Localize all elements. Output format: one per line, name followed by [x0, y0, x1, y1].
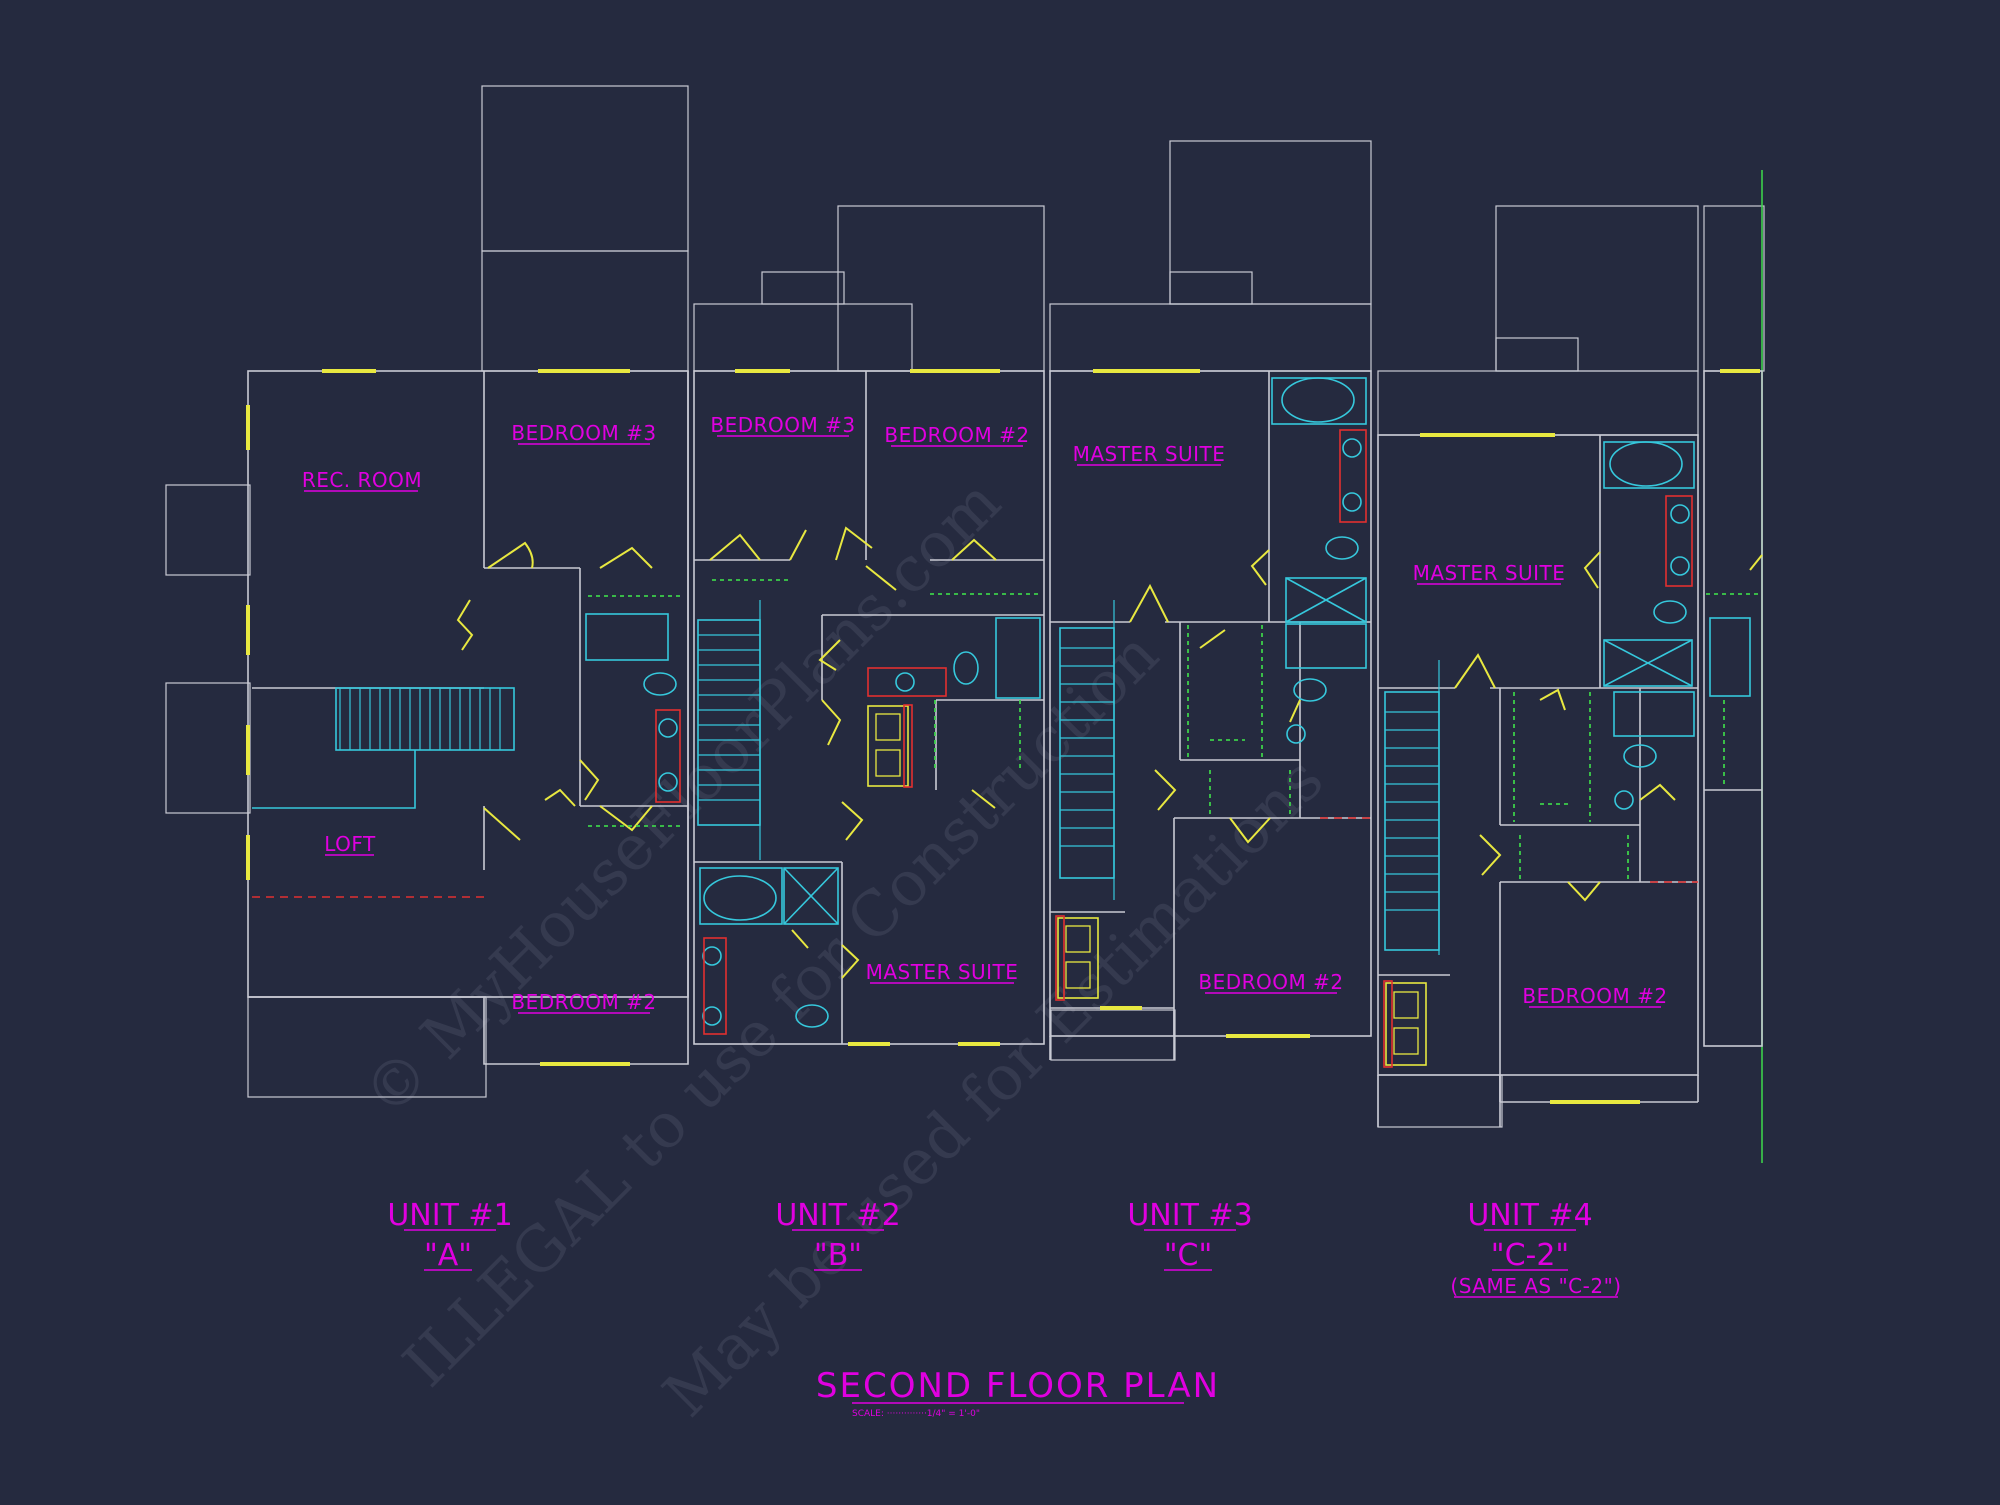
unit-4-type: "C-2"	[1491, 1238, 1569, 1273]
unit-1-type: "A"	[424, 1238, 472, 1273]
label-unit4-master-suite: MASTER SUITE	[1413, 561, 1566, 585]
unit-2-plan	[693, 369, 1045, 1046]
unit-3-plan	[1049, 369, 1372, 1060]
label-loft: LOFT	[324, 832, 376, 856]
unit-4-note: (SAME AS "C-2")	[1450, 1274, 1621, 1298]
watermark-line1: © MyHouseFloorPlans.com	[349, 465, 1014, 1130]
room-labels: REC. ROOM LOFT BEDROOM #3 BEDROOM #2 BED…	[302, 413, 1667, 1014]
label-rec-room: REC. ROOM	[302, 468, 422, 492]
drawing-title: SECOND FLOOR PLAN	[816, 1366, 1220, 1406]
unit-3-name: UNIT #3	[1127, 1198, 1252, 1233]
label-unit4-bedroom2: BEDROOM #2	[1522, 984, 1667, 1008]
unit-3-type: "C"	[1164, 1238, 1213, 1273]
adjacent-unit-partial	[1703, 369, 1763, 1047]
label-unit2-bedroom3: BEDROOM #3	[710, 413, 855, 437]
unit-1-name: UNIT #1	[387, 1198, 512, 1233]
label-unit1-bedroom3: BEDROOM #3	[511, 421, 656, 445]
label-unit2-bedroom2: BEDROOM #2	[884, 423, 1029, 447]
unit-4-plan	[1377, 433, 1699, 1127]
unit-1-plan	[246, 369, 689, 1066]
label-unit1-bedroom2: BEDROOM #2	[511, 990, 656, 1014]
label-unit3-master-suite: MASTER SUITE	[1073, 442, 1226, 466]
label-unit2-master-suite: MASTER SUITE	[866, 960, 1019, 984]
unit-4-name: UNIT #4	[1467, 1198, 1592, 1233]
label-unit3-bedroom2: BEDROOM #2	[1198, 970, 1343, 994]
drawing-scale: SCALE: ··············1/4" = 1'-0"	[852, 1409, 980, 1419]
watermark: © MyHouseFloorPlans.com ILLEGAL to use f…	[349, 465, 1337, 1430]
drawing-title-block: SECOND FLOOR PLAN SCALE: ··············1…	[816, 1366, 1220, 1419]
unit-2-name: UNIT #2	[775, 1198, 900, 1233]
unit-2-type: "B"	[814, 1238, 862, 1273]
unit-titles: UNIT #1 "A" UNIT #2 "B" UNIT #3 "C" UNIT…	[387, 1198, 1621, 1298]
